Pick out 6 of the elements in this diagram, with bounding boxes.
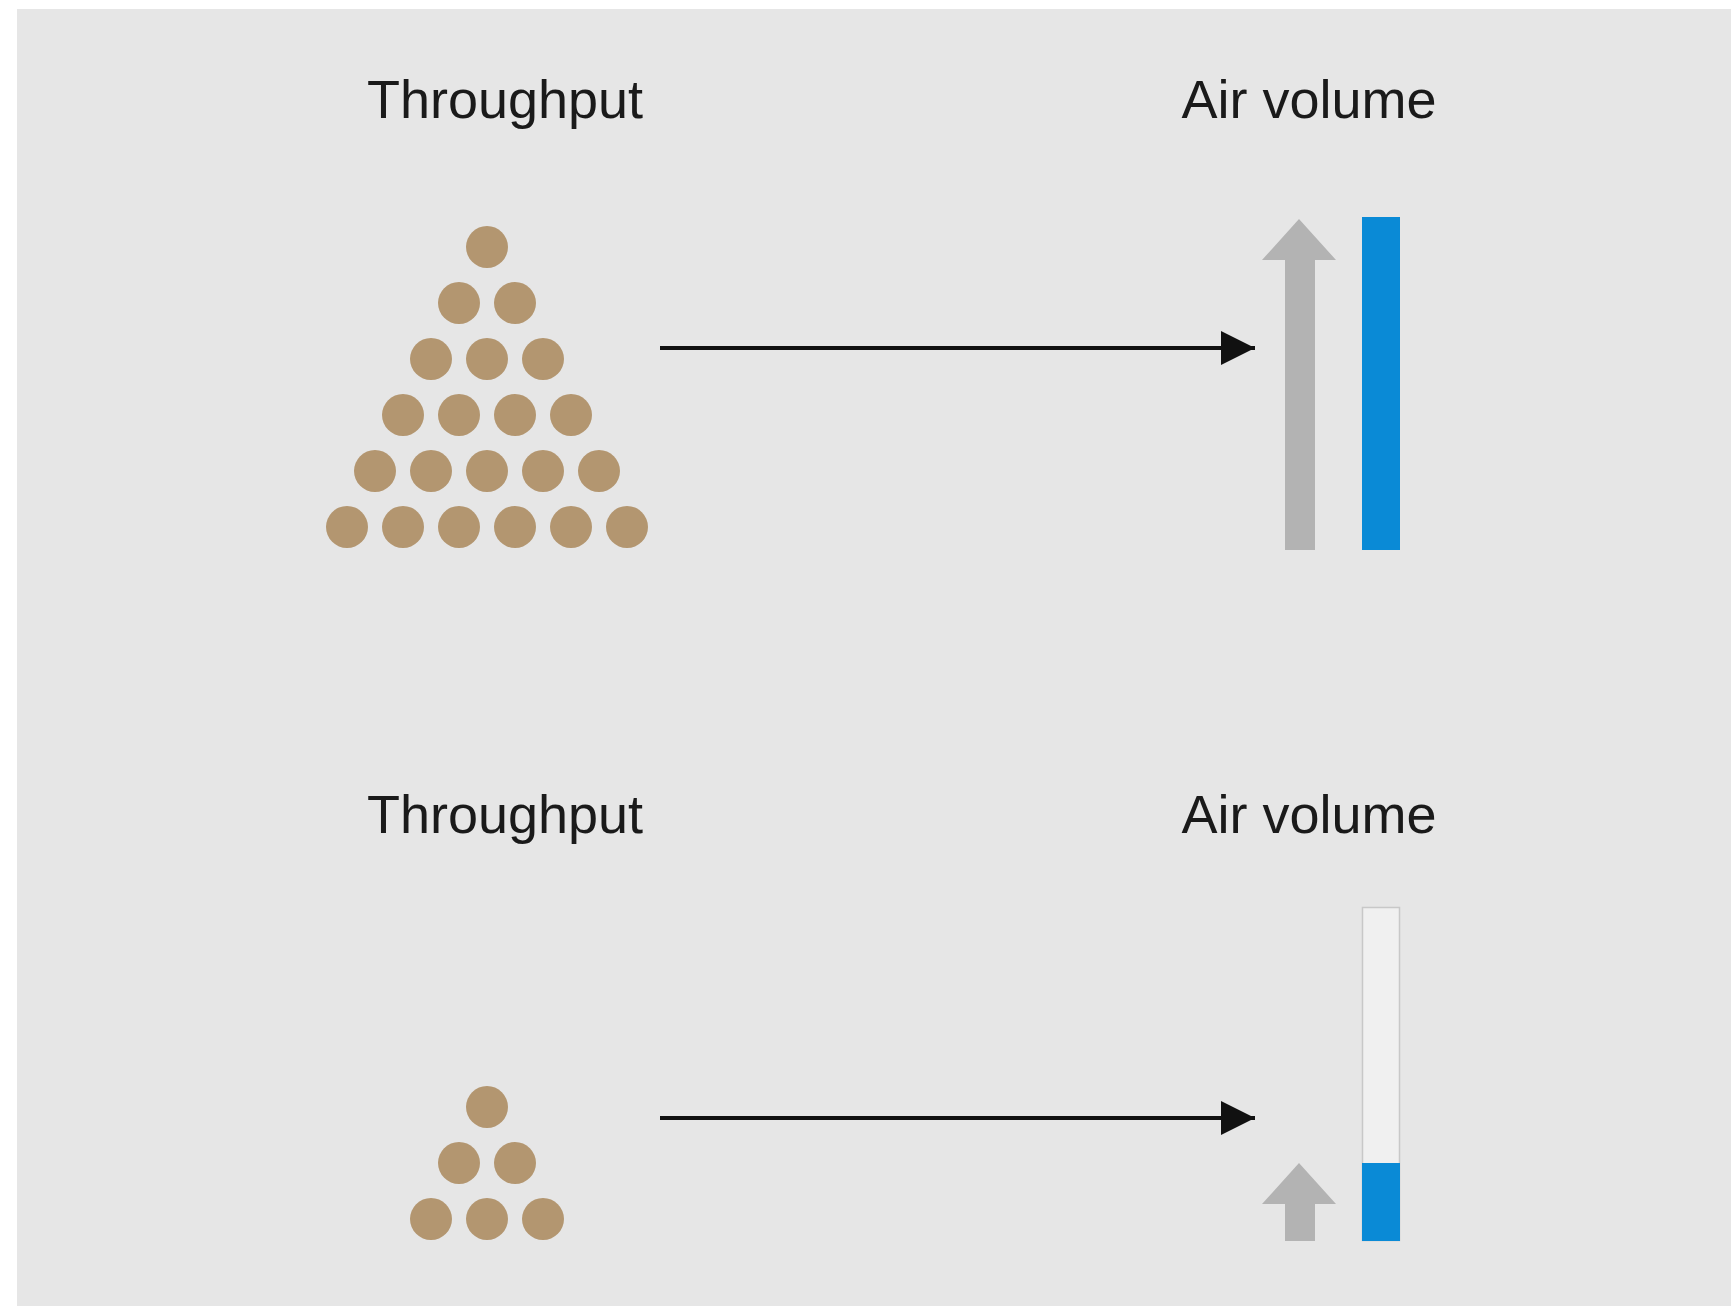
heading: Throughput	[366, 68, 644, 131]
arrow	[660, 1101, 1255, 1135]
arrow	[660, 331, 1255, 365]
heading: Air volume	[1181, 783, 1437, 846]
heading: Air volume	[1181, 68, 1437, 131]
heading: Throughput	[366, 783, 644, 846]
